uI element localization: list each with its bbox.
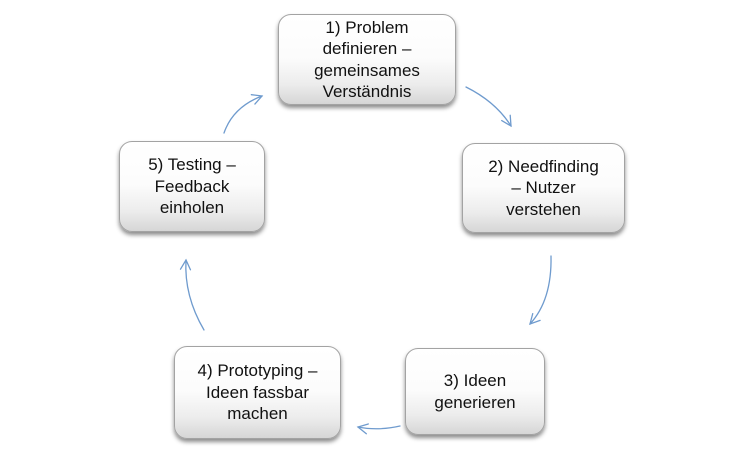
arrow-4-to-5: [179, 258, 205, 331]
node-4-prototyping: 4) Prototyping – Ideen fassbar machen: [174, 346, 341, 439]
node-5-testing: 5) Testing – Feedback einholen: [119, 141, 265, 232]
arrow-3-to-4: [356, 423, 401, 435]
arrow-2-to-3: [529, 255, 552, 326]
node-2-label: 2) Needfinding – Nutzer verstehen: [488, 156, 599, 219]
node-2-needfinding: 2) Needfinding – Nutzer verstehen: [462, 143, 625, 233]
node-3-ideen-generieren: 3) Ideen generieren: [405, 348, 545, 435]
node-5-label: 5) Testing – Feedback einholen: [148, 155, 236, 218]
node-1-label: 1) Problem definieren – gemeinsames Vers…: [314, 17, 420, 102]
node-3-label: 3) Ideen generieren: [434, 371, 516, 412]
node-1-problem-definieren: 1) Problem definieren – gemeinsames Vers…: [278, 14, 456, 105]
arrow-1-to-2: [465, 86, 512, 128]
node-4-label: 4) Prototyping – Ideen fassbar machen: [197, 361, 318, 424]
arrow-5-to-1: [223, 94, 264, 134]
